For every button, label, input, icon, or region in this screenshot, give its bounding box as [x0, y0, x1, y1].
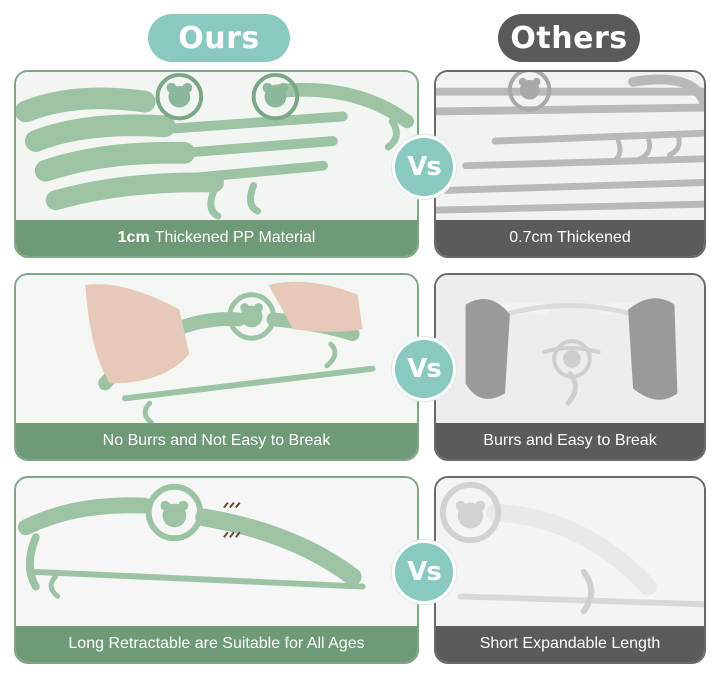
ours-durability-photo	[16, 275, 417, 423]
ours-durability-caption: No Burrs and Not Easy to Break	[16, 423, 417, 459]
others-thickness-caption-text: 0.7cm Thickened	[509, 229, 631, 246]
ours-length-photo	[16, 478, 417, 626]
others-length-caption: Short Expandable Length	[436, 626, 704, 662]
ours-length-caption: Long Retractable are Suitable for All Ag…	[16, 626, 417, 662]
others-length-caption-text: Short Expandable Length	[479, 635, 661, 652]
ours-thickness-caption-text: Thickened PP Material	[154, 229, 316, 246]
ours-header-badge: Ours	[148, 14, 290, 62]
others-durability-photo	[436, 275, 704, 423]
others-durability-caption: Burrs and Easy to Break	[436, 423, 704, 459]
ours-card-length: Long Retractable are Suitable for All Ag…	[14, 476, 419, 664]
others-card-length: Short Expandable Length	[434, 476, 706, 664]
others-thickness-photo	[436, 72, 704, 220]
others-card-thickness: 0.7cm Thickened	[434, 70, 706, 258]
vs-badge-row1: Vs	[392, 135, 456, 199]
ours-card-thickness: 1cm Thickened PP Material	[14, 70, 419, 258]
others-card-durability: Burrs and Easy to Break	[434, 273, 706, 461]
others-header-badge: Others	[498, 14, 640, 62]
ours-thickness-caption-bold: 1cm	[117, 229, 150, 246]
vs-badge-row3: Vs	[392, 540, 456, 604]
ours-thickness-photo	[16, 72, 417, 220]
others-length-photo	[436, 478, 704, 626]
ours-thickness-caption: 1cm Thickened PP Material	[16, 220, 417, 256]
ours-length-caption-text: Long Retractable are Suitable for All Ag…	[68, 635, 365, 652]
ours-durability-caption-text: No Burrs and Not Easy to Break	[102, 432, 331, 449]
others-durability-caption-text: Burrs and Easy to Break	[483, 432, 657, 449]
ours-card-durability: No Burrs and Not Easy to Break	[14, 273, 419, 461]
vs-badge-row2: Vs	[392, 337, 456, 401]
others-thickness-caption: 0.7cm Thickened	[436, 220, 704, 256]
